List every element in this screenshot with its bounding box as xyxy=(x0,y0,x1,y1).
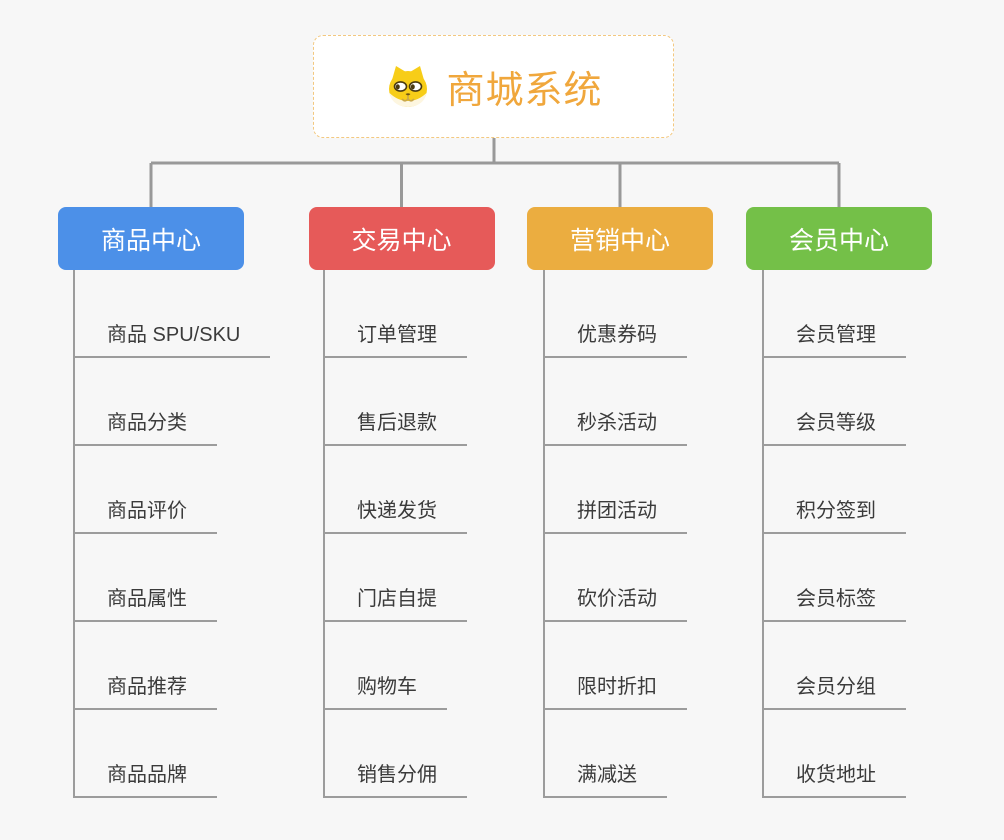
branch-node-member-center[interactable]: 会员中心 xyxy=(746,207,932,270)
subtopic-node[interactable]: 商品分类 xyxy=(75,410,217,446)
branch-label: 交易中心 xyxy=(351,226,452,255)
branch-label: 营销中心 xyxy=(569,226,670,255)
subtopic-node[interactable]: 会员管理 xyxy=(764,322,906,358)
subtopic-node[interactable]: 门店自提 xyxy=(325,586,467,622)
subtopic-node[interactable]: 商品属性 xyxy=(75,586,217,622)
branch-node-trade-center[interactable]: 交易中心 xyxy=(308,207,495,270)
subtopic-node[interactable]: 商品评价 xyxy=(75,498,217,534)
subtopic-node[interactable]: 订单管理 xyxy=(325,322,467,358)
subtopic-node[interactable]: 快递发货 xyxy=(325,498,467,534)
subtopic-node[interactable]: 会员等级 xyxy=(764,410,906,446)
branch-label: 商品中心 xyxy=(100,226,201,255)
dog-face-icon xyxy=(389,65,428,107)
subtopic-node[interactable]: 优惠券码 xyxy=(545,322,687,358)
subtopic-node[interactable]: 会员标签 xyxy=(764,586,906,622)
branch-node-marketing-center[interactable]: 营销中心 xyxy=(527,207,713,270)
branch-subtopic-list: 订单管理售后退款快递发货门店自提购物车销售分佣 xyxy=(323,270,467,798)
branch-label: 会员中心 xyxy=(788,226,889,255)
subtopic-node[interactable]: 会员分组 xyxy=(764,674,906,710)
subtopic-node[interactable]: 商品 SPU/SKU xyxy=(75,322,271,358)
connector-path xyxy=(149,138,841,207)
subtopic-node[interactable]: 满减送 xyxy=(545,762,667,798)
subtopic-node[interactable]: 限时折扣 xyxy=(545,674,687,710)
branch-node-product-center[interactable]: 商品中心 xyxy=(58,207,244,270)
branch-subtopic-list: 商品 SPU/SKU 商品分类商品评价商品属性商品推荐商品品牌 xyxy=(73,270,271,798)
subtopic-node[interactable]: 销售分佣 xyxy=(325,762,467,798)
branch-subtopic-list: 优惠券码秒杀活动拼团活动砍价活动限时折扣满减送 xyxy=(543,270,687,798)
subtopic-node[interactable]: 商品推荐 xyxy=(75,674,217,710)
subtopic-node[interactable]: 积分签到 xyxy=(764,498,906,534)
subtopic-node[interactable]: 秒杀活动 xyxy=(545,410,687,446)
subtopic-node[interactable]: 拼团活动 xyxy=(545,498,687,534)
subtopic-node[interactable]: 购物车 xyxy=(325,674,447,710)
root-topic-node[interactable]: 商城系统 xyxy=(313,35,674,138)
root-topic-title: 商城系统 xyxy=(446,70,603,112)
subtopic-node[interactable]: 收货地址 xyxy=(764,762,906,798)
subtopic-node[interactable]: 商品品牌 xyxy=(75,762,217,798)
subtopic-node[interactable]: 砍价活动 xyxy=(545,586,687,622)
branch-subtopic-list: 会员管理会员等级积分签到会员标签会员分组收货地址 xyxy=(762,270,906,798)
subtopic-node[interactable]: 售后退款 xyxy=(325,410,467,446)
